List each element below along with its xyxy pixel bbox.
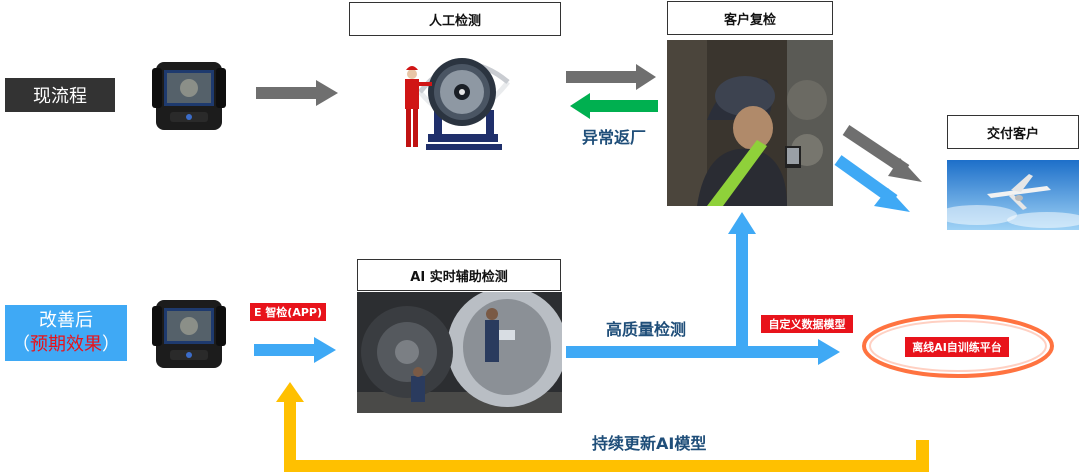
paren-close: ） [102,334,120,355]
customer-recheck-text: 客户复检 [723,12,776,28]
delivery-label: 交付客户 [947,115,1079,149]
delivery-text: 交付客户 [986,126,1039,142]
customer-recheck-photo [667,40,833,206]
expected-effect-line: （预期效果） [12,333,120,357]
arrow-abnormal-return [570,93,658,119]
ai-realtime-label: AI 实时辅助检测 [357,259,561,291]
custom-model-tag-text: 自定义数据模型 [768,318,846,331]
ai-realtime-photo [357,292,562,413]
videoscope-device-top [150,58,228,134]
airplane-photo [947,160,1079,230]
customer-recheck-label: 客户复检 [667,1,833,35]
arrow-customer-to-delivery-gray [842,125,922,182]
current-process-text: 现流程 [33,86,87,107]
current-process-label: 现流程 [5,78,115,112]
ai-realtime-text: AI 实时辅助检测 [410,269,508,285]
abnormal-return-text: 异常返厂 [582,128,647,147]
videoscope-device-bottom [150,296,228,372]
improved-label: 改善后 （预期效果） [5,305,127,361]
arrow-up-to-customer [728,212,756,352]
arrow-device-to-manual [256,80,338,106]
manual-inspection-label: 人工检测 [349,2,561,36]
paren-open: （ [12,334,30,355]
manual-inspection-illustration [390,52,530,158]
arrow-ai-to-platform [566,339,840,365]
offline-platform-tag: 离线AI自训练平台 [905,337,1009,357]
high-quality-caption: 高质量检测 [606,316,686,340]
manual-inspection-text: 人工检测 [428,13,481,29]
app-tag-text: E 智检(APP) [253,306,323,319]
expected-effect-text: 预期效果 [30,334,102,355]
offline-platform-tag-text: 离线AI自训练平台 [912,341,1002,354]
continuous-update-text: 持续更新AI模型 [592,434,707,453]
arrow-manual-to-customer [566,64,656,90]
improved-text: 改善后 [39,310,93,331]
abnormal-return-caption: 异常返厂 [582,124,646,148]
arrow-device-to-ai [254,337,336,363]
continuous-update-caption: 持续更新AI模型 [592,430,706,454]
arrow-customer-to-delivery-blue [834,155,910,212]
high-quality-text: 高质量检测 [606,320,687,339]
custom-model-tag: 自定义数据模型 [761,315,853,333]
offline-platform-ring [858,306,1058,386]
app-tag: E 智检(APP) [250,303,326,321]
